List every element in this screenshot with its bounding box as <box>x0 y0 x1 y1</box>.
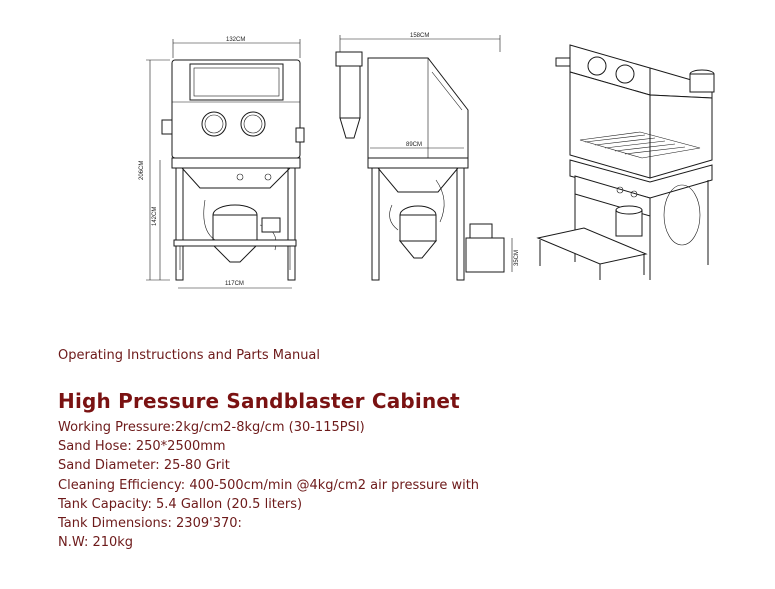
dim-mid-height: 142CM <box>152 207 158 226</box>
spec-cleaning-efficiency: Cleaning Efficiency: 400-500cm/min @4kg/… <box>58 477 480 493</box>
product-title: High Pressure Sandblaster Cabinet <box>58 389 460 413</box>
spec-tank-capacity: Tank Capacity: 5.4 Gallon (20.5 liters) <box>58 496 303 512</box>
dim-side-inner: 89CM <box>406 142 422 148</box>
isometric-view <box>536 44 715 280</box>
dim-front-width: 132CM <box>226 37 245 43</box>
technical-drawing: 132CM 206CM 142CM 117CM <box>139 33 715 289</box>
dim-step-height: 35CM <box>514 250 520 266</box>
document-subtitle: Operating Instructions and Parts Manual <box>58 348 321 363</box>
spec-net-weight: N.W: 210kg <box>58 535 134 551</box>
spec-list: Working Pressure:2kg/cm2-8kg/cm (30-115P… <box>58 418 479 552</box>
side-view: 158CM 89CM 35CM <box>335 33 520 281</box>
dim-base-width: 117CM <box>225 281 244 287</box>
spec-sand-hose: Sand Hose: 250*2500mm <box>58 439 226 455</box>
dim-total-height: 206CM <box>139 161 145 180</box>
spec-tank-dimensions: Tank Dimensions: 2309'370: <box>58 516 242 532</box>
dim-side-width: 158CM <box>410 33 429 39</box>
spec-working-pressure: Working Pressure:2kg/cm2-8kg/cm (30-115P… <box>58 420 365 435</box>
front-view: 132CM 206CM 142CM 117CM <box>139 37 305 289</box>
spec-sand-diameter: Sand Diameter: 25-80 Grit <box>58 458 230 474</box>
